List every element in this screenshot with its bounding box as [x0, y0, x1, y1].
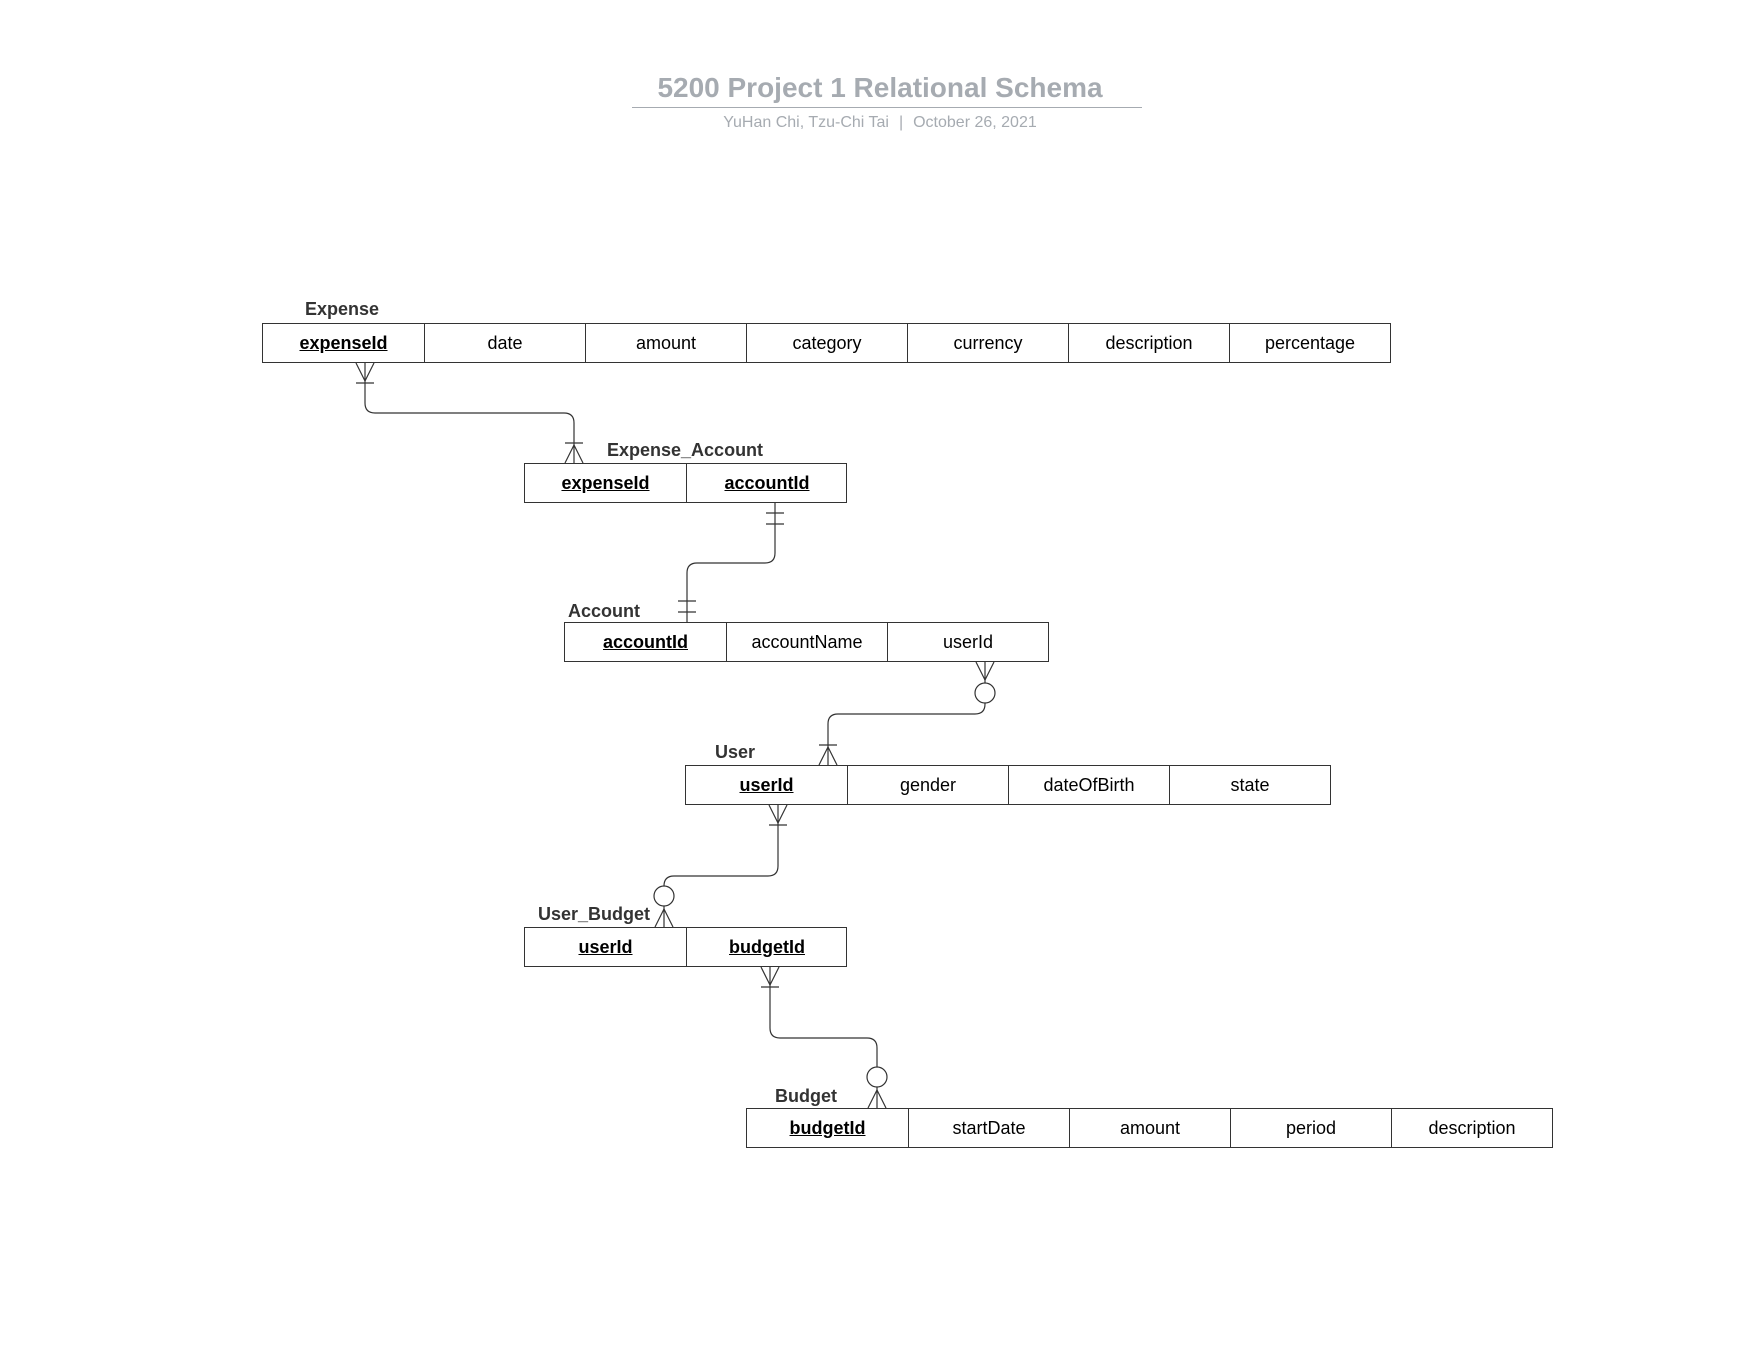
attribute-cell: accountId	[602, 631, 688, 652]
connector-line	[663, 805, 779, 927]
entity-table-expense: expenseId date amount category currency …	[262, 323, 1391, 363]
connector-line	[686, 503, 776, 622]
attribute-cell: userId	[887, 623, 1048, 661]
relationship-expense-account-account	[678, 503, 784, 622]
attribute-cell: budgetId	[789, 1117, 866, 1138]
entity-table-account: accountId accountName userId	[564, 622, 1049, 662]
entity-name-user-budget: User_Budget	[538, 904, 651, 924]
attribute-cell: dateOfBirth	[1008, 766, 1169, 804]
attribute-cell: accountName	[726, 623, 887, 661]
connector-line	[364, 363, 575, 463]
crow-foot	[663, 908, 674, 928]
attribute-cell: userId	[578, 936, 633, 957]
attribute-cell: userId	[739, 774, 794, 795]
attribute-cell: expenseId	[299, 332, 388, 353]
crow-foot	[975, 661, 986, 681]
entity-name-account: Account	[568, 601, 640, 621]
title-underline	[632, 107, 1142, 108]
crow-foot	[364, 362, 375, 382]
attribute-cell: description	[1391, 1109, 1552, 1147]
diagram-title: 5200 Project 1 Relational Schema	[657, 72, 1103, 103]
entity-table-expense-account: expenseId accountId	[524, 463, 847, 503]
entity-table-user-budget: userId budgetId	[524, 927, 847, 967]
crow-foot	[818, 746, 829, 766]
date: October 26, 2021	[913, 114, 1037, 131]
attribute-cell: percentage	[1229, 324, 1390, 362]
attribute-cell: amount	[1069, 1109, 1230, 1147]
entity-name-expense: Expense	[305, 299, 380, 319]
crow-foot	[777, 804, 788, 824]
entity-name-budget: Budget	[775, 1086, 837, 1106]
crow-foot	[876, 1089, 887, 1109]
crow-foot	[355, 362, 366, 382]
entity-table-budget: budgetId startDate amount period descrip…	[746, 1108, 1553, 1148]
attribute-cell: state	[1169, 766, 1330, 804]
crow-foot	[769, 966, 780, 986]
zero-circle	[974, 682, 996, 704]
relationship-account-user	[818, 661, 996, 766]
entity-name-expense-account: Expense_Account	[607, 440, 764, 460]
authors: YuHan Chi, Tzu-Chi Tai	[723, 114, 889, 131]
connector-line	[827, 662, 986, 765]
relationship-user-user-budget	[653, 804, 788, 928]
subtitle-separator: |	[898, 114, 904, 131]
crow-foot	[564, 444, 575, 464]
attribute-cell: category	[746, 324, 907, 362]
attribute-cell: currency	[907, 324, 1068, 362]
connector-line	[769, 967, 878, 1108]
crow-foot	[984, 661, 995, 681]
crow-foot	[654, 908, 665, 928]
crow-foot	[760, 966, 771, 986]
attribute-cell: amount	[585, 324, 746, 362]
attribute-cell: gender	[847, 766, 1008, 804]
zero-circle	[653, 885, 675, 907]
attribute-cell: description	[1068, 324, 1229, 362]
relationship-user-budget-budget	[760, 966, 888, 1109]
attribute-cell: budgetId	[686, 928, 847, 966]
entity-table-user: userId gender dateOfBirth state	[685, 765, 1331, 805]
crow-foot	[827, 746, 838, 766]
entity-name-user: User	[715, 742, 756, 762]
crow-foot	[573, 444, 584, 464]
attribute-cell: date	[424, 324, 585, 362]
crow-foot	[867, 1089, 878, 1109]
crow-foot	[768, 804, 779, 824]
zero-circle	[866, 1066, 888, 1088]
attribute-cell: accountId	[686, 464, 847, 502]
attribute-cell: startDate	[908, 1109, 1069, 1147]
diagram-subtitle: YuHan Chi, Tzu-Chi Tai | October 26, 2021	[0, 114, 1760, 132]
relationship-expense-expense-account	[355, 362, 584, 464]
attribute-cell: period	[1230, 1109, 1391, 1147]
attribute-cell: expenseId	[561, 472, 650, 493]
